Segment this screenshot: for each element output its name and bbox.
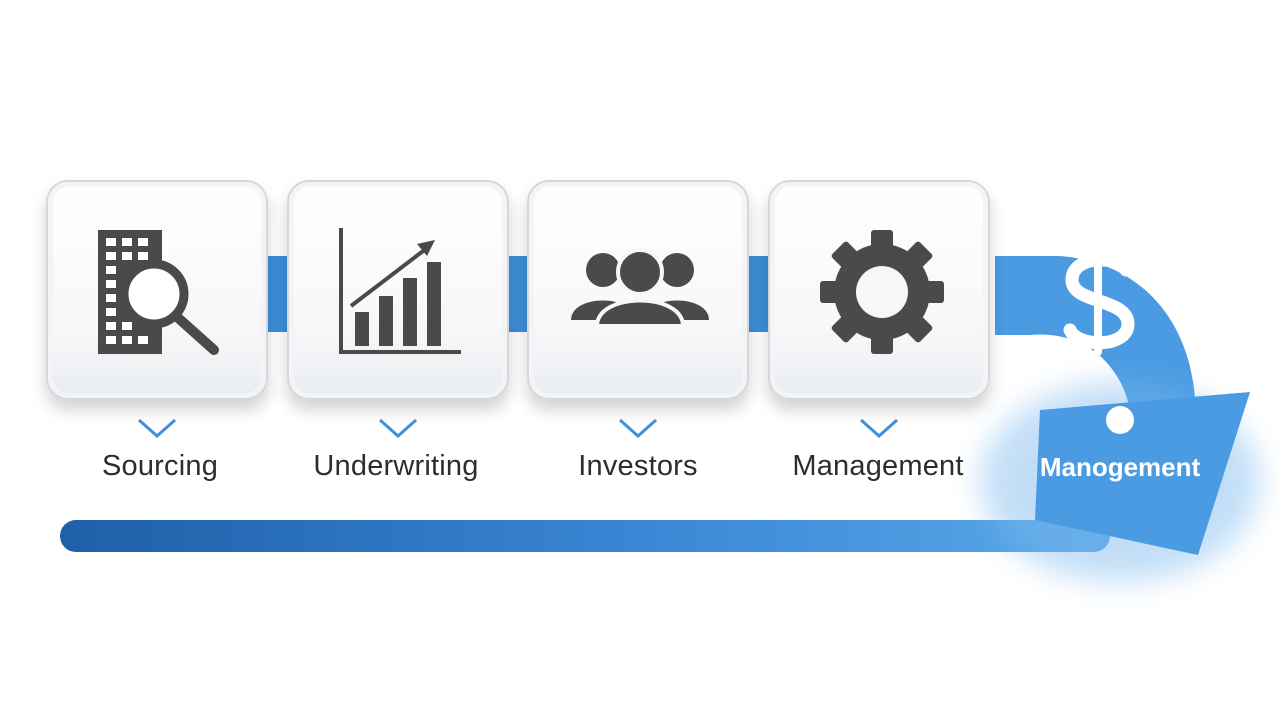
curved-flow-arrow [980,256,1260,582]
chevron-down-icon [619,418,657,438]
building-magnifier-icon [98,230,219,355]
bar-chart-arrow-icon [339,228,461,354]
step-label-management: Management [792,450,964,482]
chevron-down-icon [138,418,176,438]
step-card-management[interactable] [768,180,990,400]
step-card-underwriting[interactable] [287,180,509,400]
step-card-sourcing[interactable] [46,180,268,400]
chevron-down-icon [860,418,898,438]
step-label-underwriting: Underwriting [313,450,479,482]
chevron-down-icon [379,418,417,438]
step-card-investors[interactable] [527,180,749,400]
people-group-icon [571,248,709,328]
gear-icon [820,230,944,354]
step-label-investors: Investors [578,450,698,482]
step-label-sourcing: Sourcing [101,450,219,482]
final-step-label: Manogement [1039,452,1201,482]
dollar-sign-icon [1063,238,1135,356]
timeline-bar [60,520,1110,552]
